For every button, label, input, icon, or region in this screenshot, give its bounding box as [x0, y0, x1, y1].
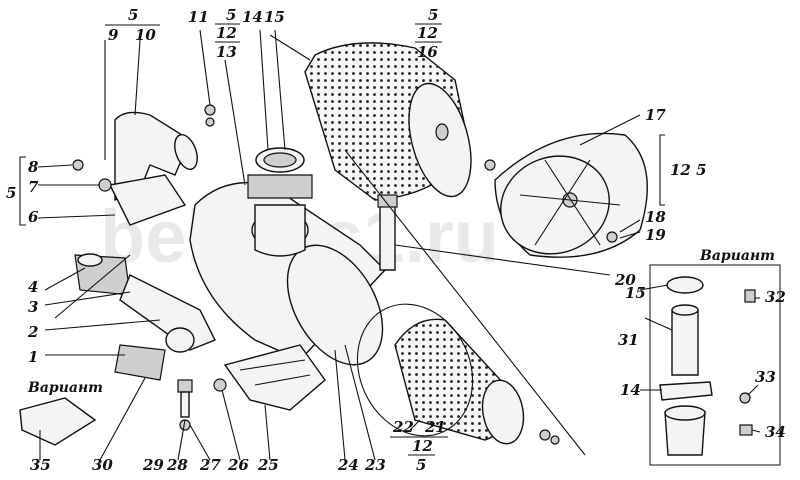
variant-title-right: Вариант	[699, 248, 775, 264]
label-23: 23	[364, 456, 386, 474]
label-15: 15	[264, 8, 285, 26]
label-29: 29	[142, 456, 164, 474]
label-6: 6	[28, 208, 39, 226]
variant-bracket-left	[19, 397, 97, 446]
variant-label-14: 14	[620, 381, 641, 399]
filter-cartridge-top	[304, 42, 472, 201]
svg-text:5: 5	[128, 6, 138, 24]
fraction-22-21-12-5: 22 21 12 5	[390, 418, 448, 474]
mounting-bracket	[223, 344, 326, 411]
intake-elbow	[108, 111, 198, 226]
intake-hose-assembly	[74, 253, 216, 381]
filter-cover	[494, 132, 648, 258]
svg-text:9: 9	[108, 26, 119, 44]
label-18: 18	[645, 208, 666, 226]
variant-label-32: 32	[765, 288, 786, 306]
variant-label-34: 34	[765, 423, 786, 441]
svg-text:5: 5	[428, 6, 438, 24]
label-19: 19	[645, 226, 666, 244]
label-7: 7	[28, 178, 39, 196]
svg-text:12: 12	[417, 24, 438, 42]
svg-text:5: 5	[226, 6, 236, 24]
label-8: 8	[28, 158, 39, 176]
label-4: 4	[28, 278, 38, 296]
label-26: 26	[227, 456, 249, 474]
variant-title-left: Вариант	[27, 380, 103, 396]
leader-lines	[19, 29, 761, 461]
svg-text:12: 12	[412, 437, 433, 455]
svg-text:21: 21	[424, 418, 446, 436]
filter-element-bottom	[356, 303, 525, 445]
svg-text:12: 12	[216, 24, 237, 42]
fraction-5-9-10: 5 9 10	[105, 6, 160, 44]
variant-label-31: 31	[618, 331, 639, 349]
variant-box-right	[649, 264, 781, 466]
label-35: 35	[30, 456, 51, 474]
label-5: 5	[6, 184, 16, 202]
variant-label-33: 33	[755, 368, 776, 386]
label-12-5: 12 5	[670, 161, 707, 179]
label-2: 2	[27, 323, 38, 341]
air-cleaner-housing	[189, 147, 386, 366]
label-11: 11	[188, 8, 209, 26]
svg-text:10: 10	[135, 26, 156, 44]
fraction-5-12-16: 5 12 16	[415, 6, 442, 61]
label-1: 1	[28, 348, 38, 366]
label-30: 30	[92, 456, 113, 474]
label-28: 28	[166, 456, 188, 474]
label-3: 3	[28, 298, 38, 316]
svg-text:22: 22	[392, 418, 414, 436]
label-17: 17	[645, 106, 666, 124]
label-20: 20	[614, 271, 636, 289]
fraction-5-12-13: 5 12 13	[215, 6, 240, 61]
svg-text:13: 13	[216, 43, 237, 61]
label-14: 14	[242, 8, 263, 26]
label-24: 24	[337, 456, 359, 474]
svg-text:16: 16	[417, 43, 438, 61]
label-27: 27	[199, 456, 221, 474]
variant-label-15: 15	[625, 284, 646, 302]
svg-text:5: 5	[416, 456, 426, 474]
label-25: 25	[257, 456, 279, 474]
fasteners	[72, 104, 618, 445]
